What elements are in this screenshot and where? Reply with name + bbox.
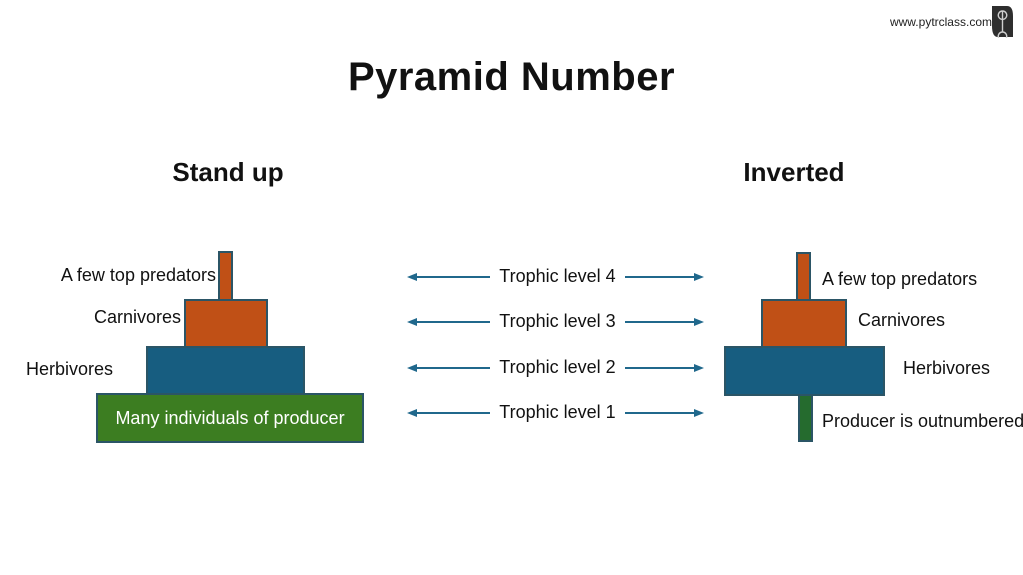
arrow-right-icon	[625, 273, 704, 281]
arrow-right-icon	[625, 409, 704, 417]
trophic-level-2-label: Trophic level 2	[499, 357, 616, 377]
trophic-level-1-label: Trophic level 1	[499, 402, 616, 422]
standup-bar-producers: Many individuals of producer	[96, 393, 364, 443]
pytrclass-leaf-logo-icon	[991, 5, 1014, 42]
standup-bar-herbivores	[146, 346, 305, 396]
standup-label-top-predators: A few top predators	[60, 265, 216, 285]
inverted-bar-producers	[798, 394, 813, 442]
inverted-label-carnivores: Carnivores	[858, 310, 946, 330]
standup-bar-top-predators	[218, 251, 233, 301]
inverted-label-herbivores: Herbivores	[903, 358, 991, 378]
website-url: www.pytrclass.com	[889, 15, 992, 29]
inverted-label-producers: Producer is outnumbered	[822, 411, 1023, 431]
inverted-bar-top-predators	[796, 252, 811, 302]
standup-heading: Stand up	[172, 157, 284, 187]
arrow-right-icon	[625, 364, 704, 372]
arrow-left-icon	[407, 364, 490, 372]
inverted-heading: Inverted	[743, 157, 845, 187]
arrow-left-icon	[407, 273, 490, 281]
standup-producers-label: Many individuals of producer	[115, 407, 345, 428]
trophic-level-4-label: Trophic level 4	[499, 266, 616, 286]
arrow-left-icon	[407, 409, 490, 417]
standup-label-herbivores: Herbivores	[25, 359, 113, 379]
standup-label-carnivores: Carnivores	[93, 307, 181, 327]
inverted-bar-carnivores	[761, 299, 847, 349]
page-title: Pyramid Number	[347, 55, 676, 99]
arrow-left-icon	[407, 318, 490, 326]
trophic-level-3-label: Trophic level 3	[499, 311, 616, 331]
standup-bar-carnivores	[184, 299, 268, 349]
arrow-right-icon	[625, 318, 704, 326]
inverted-bar-herbivores	[724, 346, 885, 396]
inverted-label-top-predators: A few top predators	[822, 269, 978, 289]
